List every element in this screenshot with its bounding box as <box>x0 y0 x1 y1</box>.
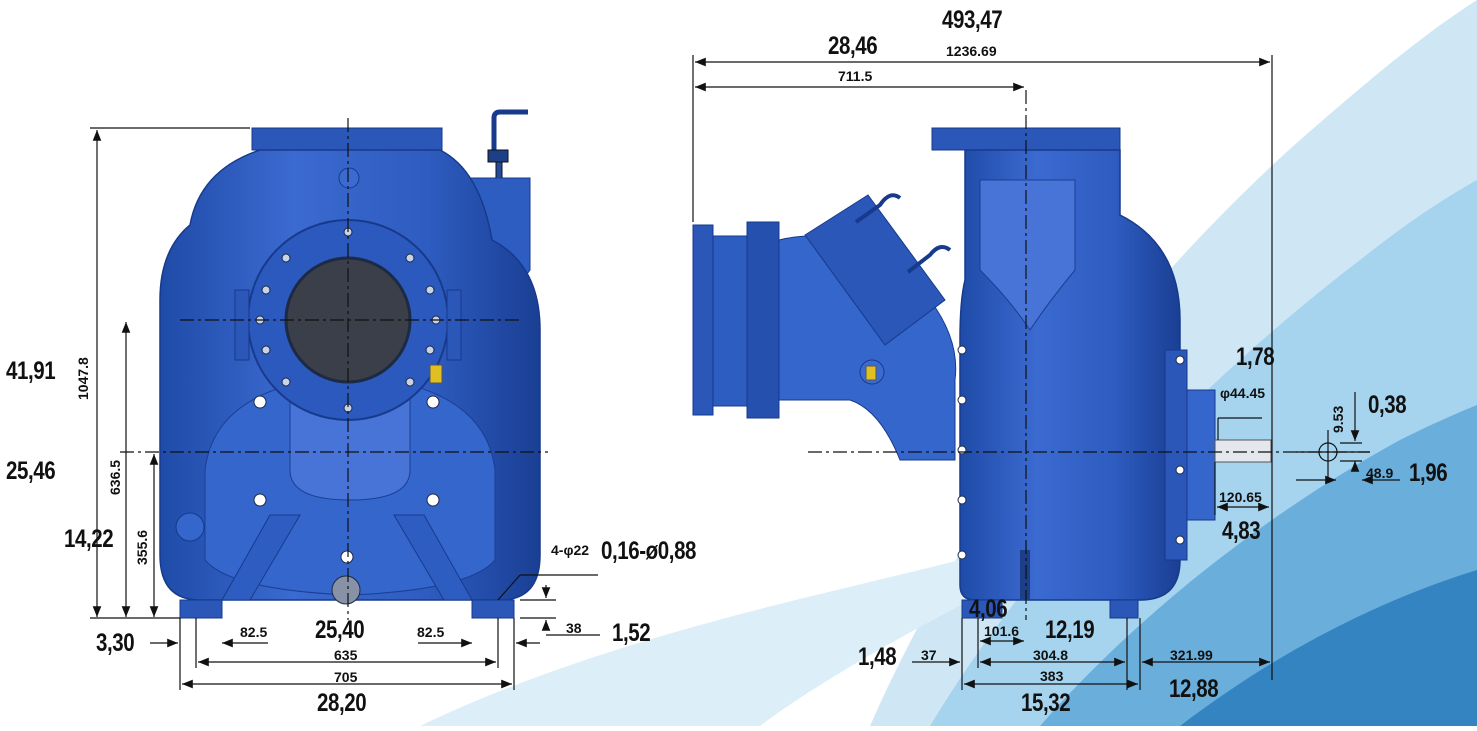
foot-edge-mm-label: 37 <box>921 647 937 663</box>
key-width-in-label: 1,96 <box>1409 459 1448 487</box>
shaft-diameter-label: φ44.45 <box>1220 385 1266 401</box>
suction-center-height-in-label: 25,46 <box>6 457 56 485</box>
foot-height-in-label: 1,52 <box>612 619 651 647</box>
bolt-holes-mm-label: 4-φ22 <box>551 542 590 558</box>
shaft-end-mm-label: 321.99 <box>1170 647 1213 663</box>
shaft-length-in-label: 4,83 <box>1222 517 1261 545</box>
shaft-center-height-in-label: 14,22 <box>64 525 114 553</box>
side-foot-offset-mm-label: 101.6 <box>984 623 1020 639</box>
front-center-in-label: 25,40 <box>315 616 365 644</box>
base-width-in-label: 28,20 <box>317 689 367 717</box>
base-length-mm-label: 383 <box>1040 668 1064 684</box>
side-view-pump <box>692 127 1272 619</box>
foot-edge-in-label: 1,48 <box>858 643 897 671</box>
height-overall-in-label: 41,91 <box>6 357 56 385</box>
dimension-lines <box>90 55 1400 690</box>
overall-length-top-in-label: 493,47 <box>942 6 1003 34</box>
front-foot-inset-left-label: 82.5 <box>240 624 268 640</box>
suction-center-height-mm-label: 636.5 <box>107 459 123 495</box>
front-view-pump <box>159 109 541 619</box>
base-length-in-label: 15,32 <box>1021 689 1071 717</box>
mount-hole-spacing-label: 635 <box>334 647 358 663</box>
bolt-holes-in-label: 0,16-ø0,88 <box>601 537 697 565</box>
front-foot-offset-in-label: 3,30 <box>96 629 135 657</box>
overall-length-mm-label: 1236.69 <box>946 43 997 59</box>
shaft-length-mm-label: 120.65 <box>1219 489 1262 505</box>
height-overall-mm-label: 1047.8 <box>75 357 91 400</box>
foot-spacing-in-label: 12,19 <box>1045 616 1095 644</box>
shaft-extension-in-label: 1,78 <box>1236 343 1275 371</box>
base-width-mm-label: 705 <box>334 669 358 685</box>
discharge-offset-mm-label: 711.5 <box>838 68 873 84</box>
shaft-end-in-label: 12,88 <box>1169 675 1219 703</box>
side-foot-offset-in-label: 4,06 <box>969 595 1008 623</box>
key-height-in-label: 0,38 <box>1368 391 1407 419</box>
shaft-center-height-mm-label: 355.6 <box>134 529 150 565</box>
foot-spacing-mm-label: 304.8 <box>1033 647 1069 663</box>
key-width-mm-label: 48.9 <box>1366 465 1394 481</box>
foot-height-mm-label: 38 <box>566 620 582 636</box>
front-foot-inset-right-label: 82.5 <box>417 624 445 640</box>
key-height-mm-label: 9.53 <box>1330 405 1346 433</box>
discharge-offset-in-label: 28,46 <box>828 32 878 60</box>
